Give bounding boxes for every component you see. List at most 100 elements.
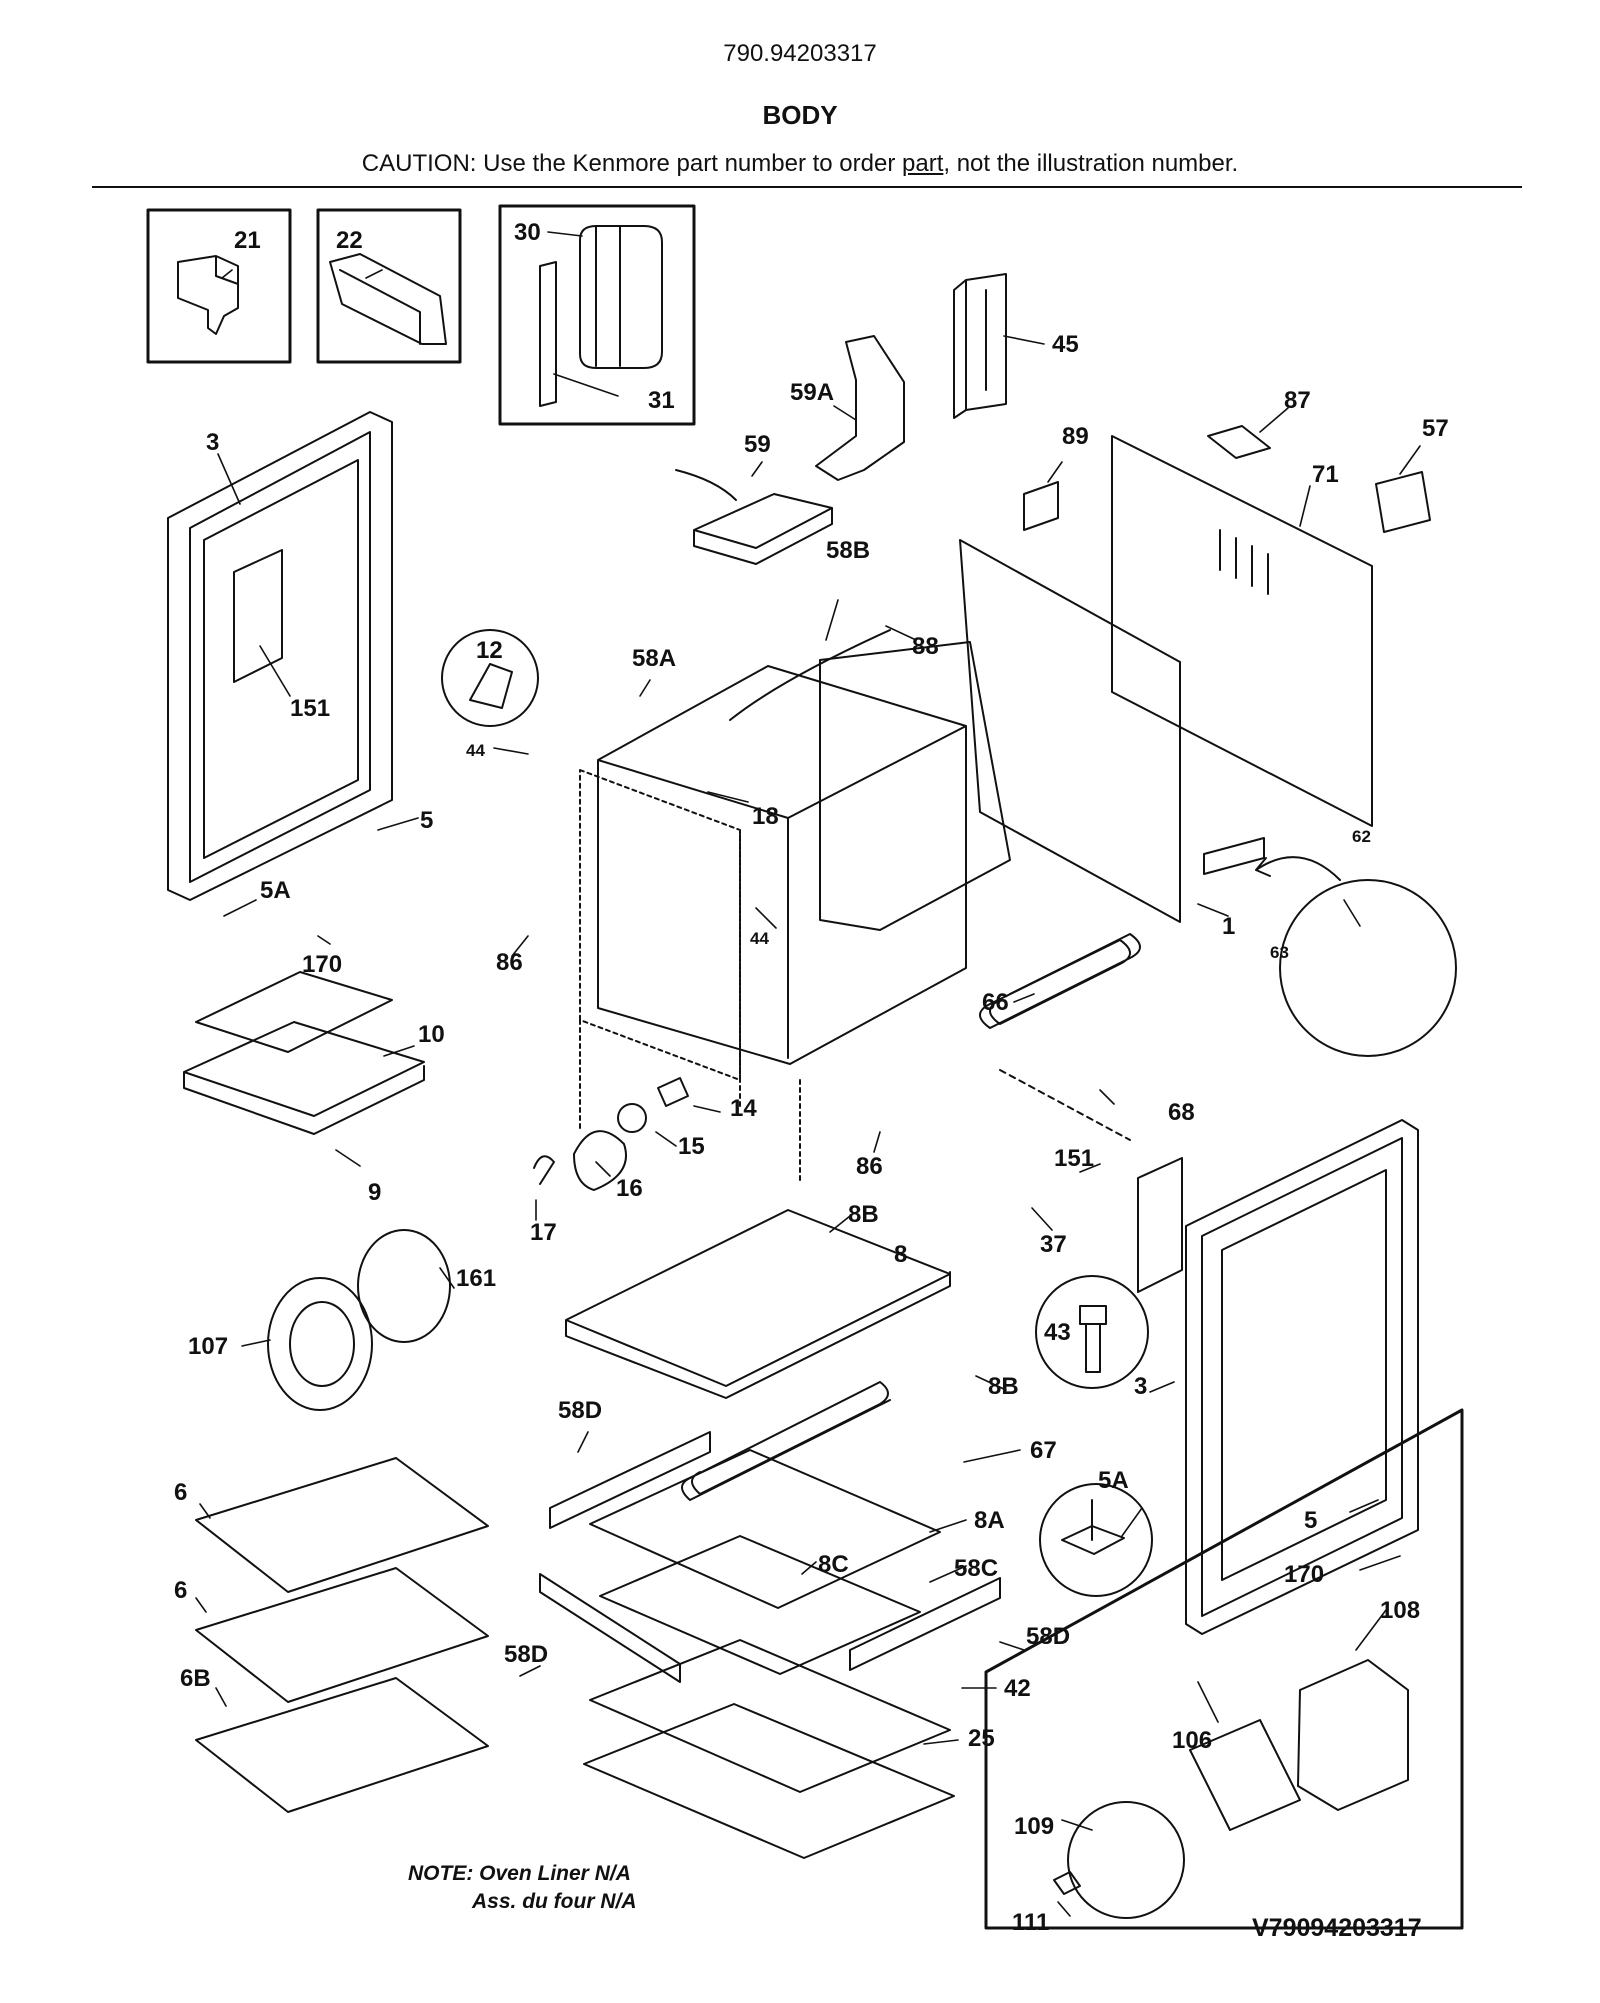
part-58b-insulation xyxy=(819,641,1011,931)
callout-68: 68 xyxy=(1168,1099,1195,1126)
callout-59: 59 xyxy=(744,431,771,458)
caution-text-end: , not the illustration number. xyxy=(943,150,1239,177)
callout-3-left: 3 xyxy=(206,429,219,456)
part-107-fan-cover-inner xyxy=(289,1301,355,1387)
part-106-fan-bracket xyxy=(1189,1719,1301,1831)
model-number: 790.94203317 xyxy=(723,40,877,67)
part-43-screw xyxy=(1079,1305,1107,1373)
part-161-gasket xyxy=(357,1229,451,1343)
callout-67: 67 xyxy=(1030,1437,1057,1464)
callout-63: 63 xyxy=(1270,943,1289,962)
part-10-broil-grid xyxy=(195,971,393,1053)
note-oven-liner-french: Ass. du four N/A xyxy=(472,1890,637,1913)
callout-25: 25 xyxy=(968,1725,995,1752)
part-58a-insulation-wrap xyxy=(597,665,967,1065)
callout-86-right: 86 xyxy=(856,1153,883,1180)
part-68-wire xyxy=(999,1069,1131,1141)
callout-87: 87 xyxy=(1284,387,1311,414)
part-59a-duct xyxy=(815,335,905,481)
callout-10: 10 xyxy=(418,1021,445,1048)
inset-box-21 xyxy=(146,208,292,364)
part-5a-leveler xyxy=(1061,1499,1125,1555)
part-151-right-bracket xyxy=(1137,1157,1183,1293)
callout-8c: 8C xyxy=(818,1551,849,1578)
callout-109: 109 xyxy=(1014,1813,1054,1840)
part-3-left-door xyxy=(167,411,393,901)
part-6-rack-top xyxy=(195,1457,489,1593)
part-57-vent xyxy=(1375,471,1431,533)
part-15-lamp-bulb xyxy=(617,1103,647,1133)
part-16-lamp-cover xyxy=(573,1130,627,1191)
part-9-broil-pan xyxy=(183,1021,425,1135)
callout-21: 21 xyxy=(234,227,261,254)
callout-88: 88 xyxy=(912,633,939,660)
callout-57: 57 xyxy=(1422,415,1449,442)
section-title: BODY xyxy=(762,100,838,130)
callout-5-right: 5 xyxy=(1304,1507,1317,1534)
callout-66: 66 xyxy=(982,989,1009,1016)
callout-161: 161 xyxy=(456,1265,496,1292)
part-59-wires xyxy=(675,469,737,501)
part-71-rear-cover xyxy=(1111,435,1373,827)
part-8-oven-bottom xyxy=(565,1209,951,1399)
callout-151-right: 151 xyxy=(1054,1145,1094,1172)
callout-44-top: 44 xyxy=(466,741,485,760)
inset-box-30 xyxy=(498,204,696,426)
callout-1: 1 xyxy=(1222,913,1235,940)
callout-31: 31 xyxy=(648,387,675,414)
callout-151-left: 151 xyxy=(290,695,330,722)
part-62-block xyxy=(1203,837,1265,875)
part-66-bake-element xyxy=(979,933,1141,1029)
part-12-inset-circle xyxy=(441,629,539,727)
callout-8b-bottom: 8B xyxy=(988,1373,1019,1400)
part-151-left-bracket xyxy=(233,549,283,683)
callout-8: 8 xyxy=(894,1241,907,1268)
callout-111: 111 xyxy=(1012,1909,1049,1936)
part-59-module xyxy=(693,493,833,565)
callout-30: 30 xyxy=(514,219,541,246)
part-67-bottom-element xyxy=(681,1381,891,1501)
part-6b-rack-bottom xyxy=(195,1677,489,1813)
part-6-rack-middle xyxy=(195,1567,489,1703)
part-58d-strip-upper xyxy=(549,1431,711,1529)
callout-17: 17 xyxy=(530,1219,557,1246)
oven-liner-outline xyxy=(579,769,801,1181)
callout-62: 62 xyxy=(1352,827,1371,846)
caution-part-link[interactable]: part xyxy=(902,150,944,177)
callout-18: 18 xyxy=(752,803,779,830)
part-45-box xyxy=(953,273,1007,419)
callout-59a: 59A xyxy=(790,379,834,406)
callout-6-top: 6 xyxy=(174,1479,187,1506)
part-109-fan-blade xyxy=(1067,1801,1185,1919)
part-17-clip xyxy=(533,1155,555,1185)
part-21-bracket xyxy=(177,255,239,335)
callout-37: 37 xyxy=(1040,1231,1067,1258)
callout-6-middle: 6 xyxy=(174,1577,187,1604)
callout-5a-right: 5A xyxy=(1098,1467,1129,1494)
part-89-bracket xyxy=(1023,481,1059,531)
callout-9: 9 xyxy=(368,1179,381,1206)
header-divider xyxy=(92,186,1522,188)
callout-16: 16 xyxy=(616,1175,643,1202)
caution-text-start: CAUTION: Use the Kenmore part number to … xyxy=(361,150,902,177)
part-31-strip xyxy=(539,261,557,407)
callout-170-left: 170 xyxy=(302,951,342,978)
callout-3-right: 3 xyxy=(1134,1373,1147,1400)
inset-box-22 xyxy=(316,208,462,364)
callout-58d-left: 58D xyxy=(504,1641,548,1668)
callout-71: 71 xyxy=(1312,461,1339,488)
part-14-lamp-socket xyxy=(657,1077,689,1107)
callout-44-middle: 44 xyxy=(750,929,769,948)
callout-5-left: 5 xyxy=(420,807,433,834)
part-58d-strip-left xyxy=(539,1573,681,1683)
callout-42: 42 xyxy=(1004,1675,1031,1702)
caution-text: CAUTION: Use the Kenmore part number to … xyxy=(0,150,1600,178)
part-43-inset-circle xyxy=(1035,1275,1149,1389)
part-3-right-side-panel xyxy=(1185,1119,1419,1635)
callout-58c: 58C xyxy=(954,1555,998,1582)
callout-58a: 58A xyxy=(632,645,676,672)
callout-58d-upper: 58D xyxy=(558,1397,602,1424)
part-71-vents xyxy=(1219,529,1269,595)
part-88-wire xyxy=(729,629,891,721)
